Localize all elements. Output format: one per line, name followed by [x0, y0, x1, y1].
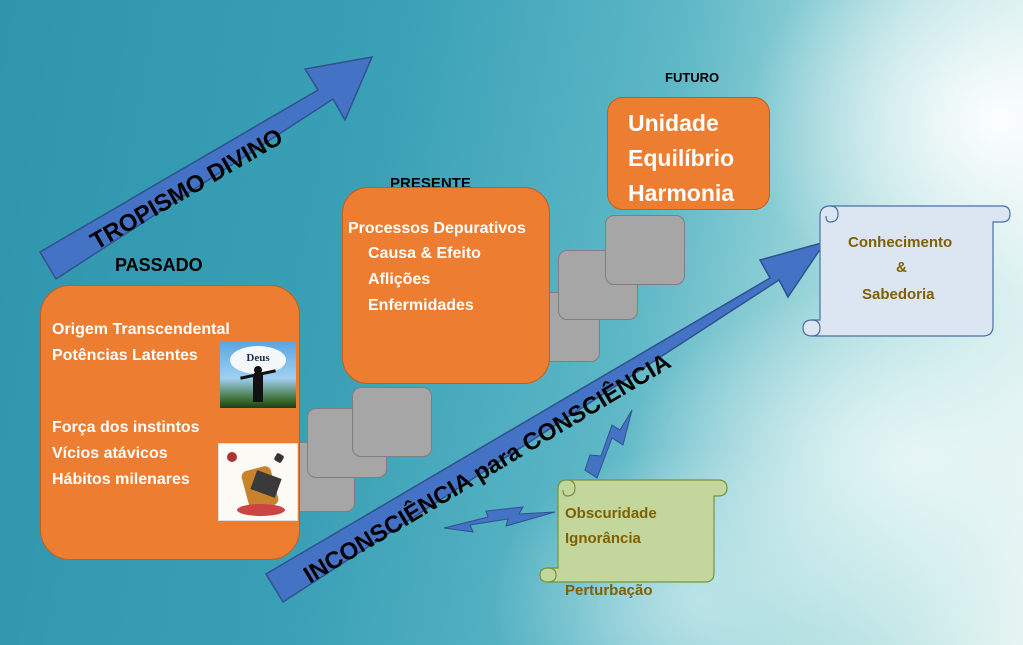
- futuro-line-1: Unidade: [628, 110, 719, 136]
- futuro-line-3: Harmonia: [628, 180, 735, 206]
- perturbacao-text: Perturbação: [565, 582, 653, 599]
- lightning-bolt-upper: [584, 409, 633, 479]
- ignorancia-text: Ignorância: [565, 530, 641, 547]
- passado-line-5: Hábitos milenares: [52, 471, 190, 488]
- passado-line-2: Potências Latentes: [52, 347, 198, 364]
- presente-line-4: Enfermidades: [368, 297, 474, 314]
- obscuridade-text: Obscuridade: [565, 505, 657, 522]
- deus-image: Deus: [220, 342, 296, 408]
- step-passado-3: [352, 387, 432, 457]
- passado-header: PASSADO: [115, 255, 203, 275]
- scroll-conhecimento: [802, 205, 1011, 337]
- scroll-obscuridade: [539, 479, 728, 583]
- cartoon-base: [237, 504, 285, 516]
- tropismo-arrow: [38, 56, 374, 281]
- passado-line-1: Origem Transcendental: [52, 321, 230, 338]
- presente-line-3: Aflições: [368, 271, 431, 288]
- person-head: [254, 366, 262, 374]
- futuro-header: FUTURO: [665, 70, 720, 85]
- passado-line-4: Vícios atávicos: [52, 445, 168, 462]
- presente-line-1: Processos Depurativos: [348, 220, 526, 237]
- inconsciencia-arrow: [264, 240, 827, 604]
- person-silhouette: [253, 372, 263, 402]
- step-presente-3: [605, 215, 685, 285]
- passado-line-3: Força dos instintos: [52, 419, 200, 436]
- futuro-box: Unidade Equilíbrio Harmonia: [607, 97, 770, 210]
- conhecimento-text: Conhecimento: [848, 234, 953, 251]
- cartoon-image: [218, 443, 298, 521]
- presente-box: Processos Depurativos Causa & Efeito Afl…: [342, 187, 550, 384]
- lightning-bolt-left: [443, 506, 556, 533]
- presente-line-2: Causa & Efeito: [368, 245, 481, 262]
- cartoon-splash-1: [227, 452, 237, 462]
- sabedoria-text: Sabedoria: [862, 286, 935, 303]
- cartoon-splash-2: [273, 452, 285, 464]
- deus-caption: Deus: [246, 352, 270, 364]
- futuro-line-2: Equilíbrio: [628, 145, 735, 171]
- ampersand-text: &: [896, 259, 907, 276]
